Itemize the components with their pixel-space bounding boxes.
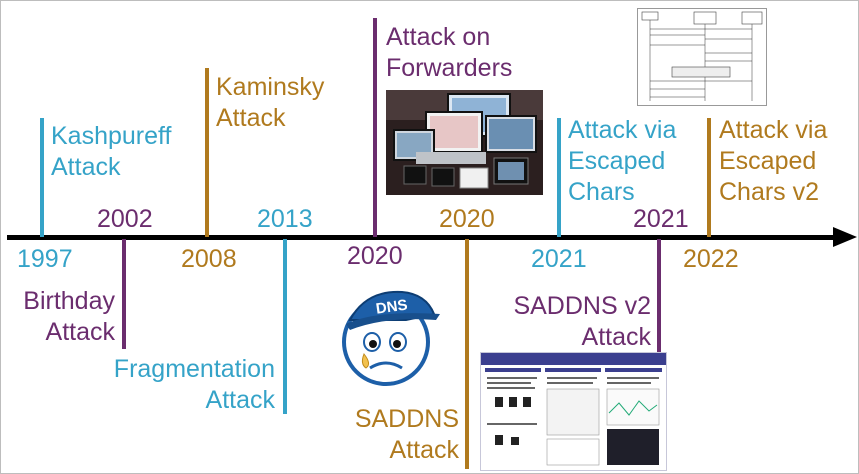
sequence-diagram-image: [637, 8, 767, 106]
event-label-fragmentation: Fragmentation Attack: [101, 354, 275, 416]
tick-2020-bottom: [465, 239, 469, 469]
tick-2020-top: [373, 18, 377, 237]
tick-2008: [205, 68, 209, 237]
tick-2022: [707, 118, 711, 237]
label-line: Escaped: [719, 147, 817, 175]
tick-1997: [40, 118, 44, 237]
year-1997: 1997: [17, 245, 73, 273]
label-line: Fragmentation: [113, 355, 275, 383]
label-line: Chars: [568, 178, 635, 206]
event-label-escaped-chars-v2: Attack via Escaped Chars v2: [719, 115, 827, 208]
label-line: Attack on: [386, 23, 491, 51]
photo-computer-setup: [386, 90, 543, 195]
sad-dns-logo: DNS: [336, 284, 442, 389]
year-2021-top: 2021: [531, 245, 587, 273]
year-2021-bottom: 2021: [633, 205, 689, 233]
year-2022: 2022: [683, 245, 739, 273]
event-label-forwarders: Attack on Forwarders: [386, 22, 512, 84]
timeline-arrowhead: [833, 227, 857, 247]
label-line: Kashpureff: [51, 122, 172, 150]
year-2020-top: 2020: [347, 242, 403, 270]
label-line: Attack via: [568, 116, 677, 144]
event-label-saddns: SADDNS Attack: [341, 404, 459, 466]
label-line: Attack: [205, 386, 275, 414]
label-line: SADDNS: [354, 405, 459, 433]
research-poster-image: [480, 352, 667, 471]
year-2020-bottom: 2020: [439, 205, 495, 233]
label-line: Chars v2: [719, 178, 820, 206]
label-line: Attack: [216, 104, 286, 132]
event-label-kaminsky: Kaminsky Attack: [216, 72, 324, 134]
event-label-saddns-v2: SADDNS v2 Attack: [501, 291, 651, 353]
label-line: Attack: [581, 323, 651, 351]
timeline-axis: [7, 235, 837, 240]
year-2013: 2013: [257, 205, 313, 233]
label-line: Forwarders: [386, 54, 513, 82]
logo-text: DNS: [375, 296, 409, 317]
year-2002: 2002: [97, 205, 153, 233]
tick-2013: [283, 239, 287, 414]
event-label-birthday: Birthday Attack: [15, 286, 115, 348]
label-line: SADDNS v2: [513, 292, 651, 320]
label-line: Attack: [389, 436, 459, 464]
year-2008: 2008: [181, 245, 237, 273]
tick-2002: [122, 239, 126, 349]
event-label-escaped-chars: Attack via Escaped Chars: [568, 115, 676, 208]
label-line: Attack via: [719, 116, 828, 144]
label-line: Attack: [45, 318, 115, 346]
label-line: Attack: [51, 153, 121, 181]
label-line: Escaped: [568, 147, 666, 175]
event-label-kashpureff: Kashpureff Attack: [51, 121, 171, 183]
tick-2021-top: [557, 118, 561, 237]
label-line: Kaminsky: [216, 73, 325, 101]
label-line: Birthday: [23, 287, 115, 315]
